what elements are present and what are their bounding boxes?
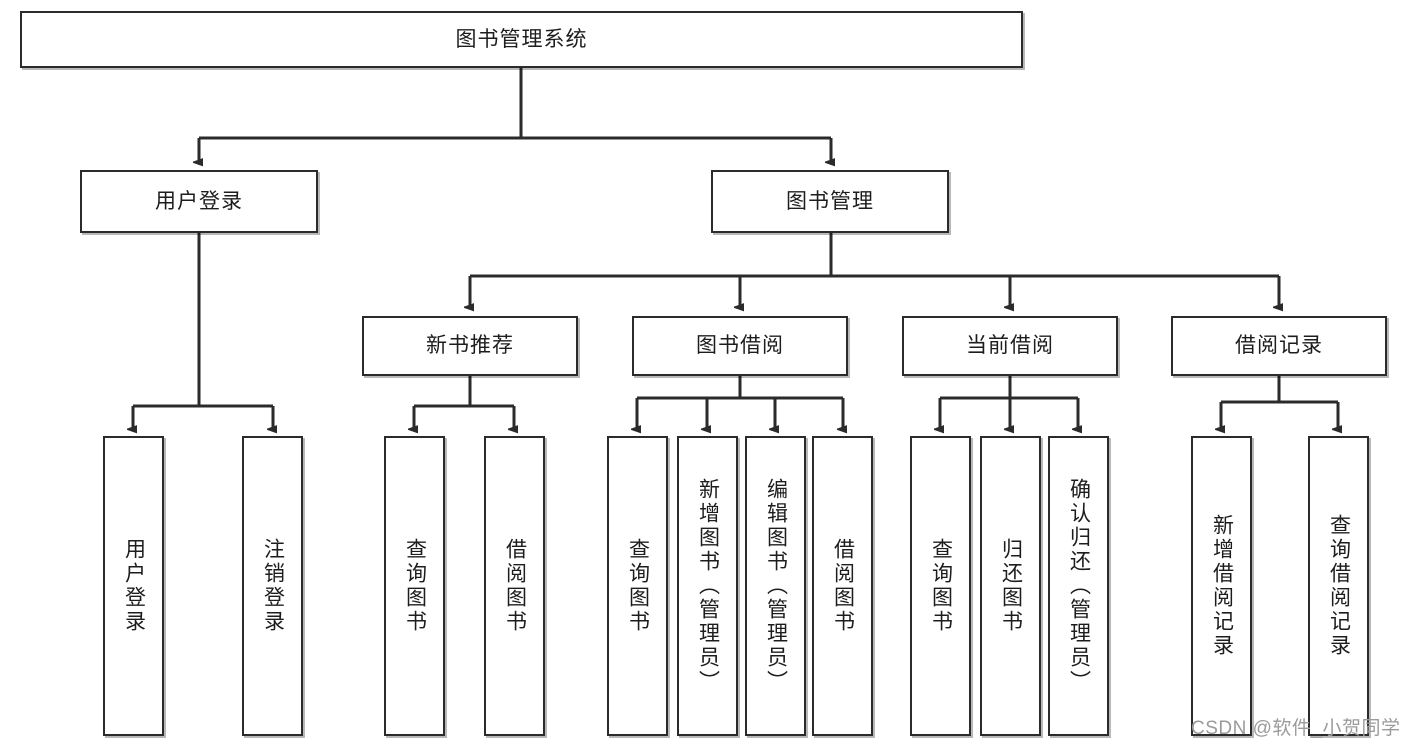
leaf-newbook-borrow-book-label: 借阅图书 <box>503 538 527 634</box>
node-root-label: 图书管理系统 <box>455 27 588 51</box>
leaf-user-login-label: 用户登录 <box>122 538 146 634</box>
node-book-management-label: 图书管理 <box>786 189 874 213</box>
leaf-record-add-label: 新增借阅记录 <box>1210 514 1234 658</box>
node-book-borrow[interactable]: 图书借阅 <box>632 316 848 376</box>
csdn-watermark: CSDN @软件_小贺同学 <box>1191 718 1401 739</box>
node-root[interactable]: 图书管理系统 <box>20 11 1023 68</box>
leaf-borrow-add-book[interactable]: 新增图书（管理员） <box>677 436 738 736</box>
leaf-record-add[interactable]: 新增借阅记录 <box>1191 436 1252 736</box>
node-book-management[interactable]: 图书管理 <box>711 170 949 233</box>
leaf-newbook-query-book-label: 查询图书 <box>403 538 427 634</box>
node-new-book-recommend-label: 新书推荐 <box>426 334 514 358</box>
leaf-borrow-lend-book-label: 借阅图书 <box>831 538 855 634</box>
node-current-borrow-label: 当前借阅 <box>966 334 1054 358</box>
leaf-borrow-edit-book-label: 编辑图书（管理员） <box>764 478 788 694</box>
node-new-book-recommend[interactable]: 新书推荐 <box>362 316 578 376</box>
leaf-borrow-edit-book[interactable]: 编辑图书（管理员） <box>745 436 806 736</box>
node-current-borrow[interactable]: 当前借阅 <box>902 316 1118 376</box>
leaf-current-return-book-label: 归还图书 <box>999 538 1023 634</box>
node-book-borrow-label: 图书借阅 <box>696 334 784 358</box>
leaf-user-logout[interactable]: 注销登录 <box>242 436 303 736</box>
leaf-newbook-borrow-book[interactable]: 借阅图书 <box>484 436 545 736</box>
leaf-record-query-label: 查询借阅记录 <box>1327 514 1351 658</box>
leaf-user-logout-label: 注销登录 <box>261 538 285 634</box>
leaf-borrow-query-book-label: 查询图书 <box>626 538 650 634</box>
leaf-current-query-book[interactable]: 查询图书 <box>910 436 971 736</box>
node-user-login-label: 用户登录 <box>155 189 243 213</box>
leaf-borrow-lend-book[interactable]: 借阅图书 <box>812 436 873 736</box>
leaf-current-confirm-return-label: 确认归还（管理员） <box>1067 478 1091 694</box>
node-borrow-record-label: 借阅记录 <box>1235 334 1323 358</box>
leaf-newbook-query-book[interactable]: 查询图书 <box>384 436 445 736</box>
leaf-borrow-query-book[interactable]: 查询图书 <box>607 436 668 736</box>
leaf-current-return-book[interactable]: 归还图书 <box>980 436 1041 736</box>
leaf-current-query-book-label: 查询图书 <box>929 538 953 634</box>
node-user-login[interactable]: 用户登录 <box>80 170 318 233</box>
leaf-borrow-add-book-label: 新增图书（管理员） <box>696 478 720 694</box>
leaf-current-confirm-return[interactable]: 确认归还（管理员） <box>1048 436 1109 736</box>
leaf-record-query[interactable]: 查询借阅记录 <box>1308 436 1369 736</box>
leaf-user-login[interactable]: 用户登录 <box>103 436 164 736</box>
node-borrow-record[interactable]: 借阅记录 <box>1171 316 1387 376</box>
